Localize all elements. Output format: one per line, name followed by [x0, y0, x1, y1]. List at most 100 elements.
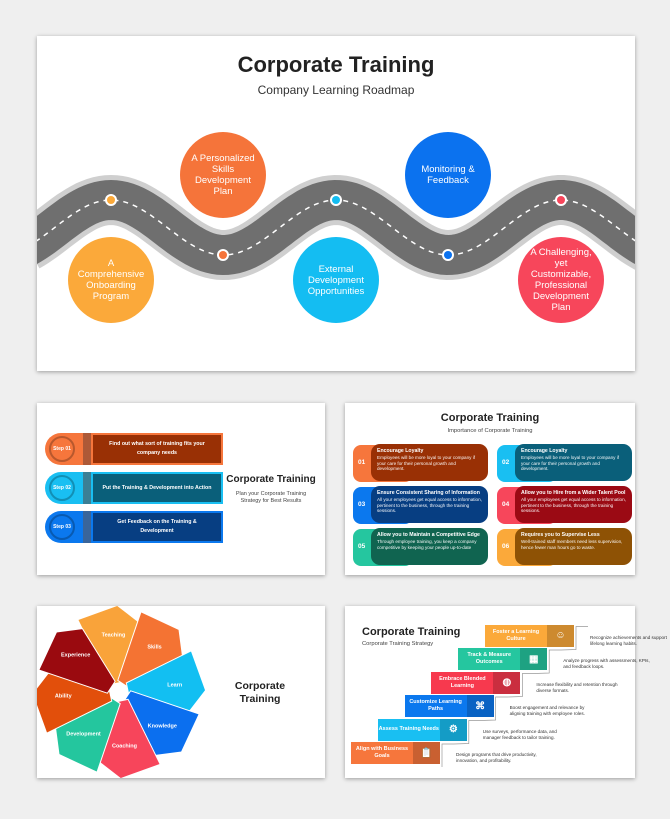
step-cap: Step 01	[45, 433, 83, 465]
step-label: Embrace Blended Learning	[439, 675, 486, 689]
card-text: All your employees get equal access to i…	[377, 497, 482, 514]
slide-title: Corporate Training	[440, 412, 540, 424]
petal-label: Coaching	[112, 744, 137, 750]
step-description: Boost engagement and relevance by aligni…	[509, 705, 585, 716]
card-body: Allow you to Hire from a Wider Talent Po…	[515, 486, 632, 523]
step-row[interactable]: Step 02 Put the Training & Development in…	[45, 472, 223, 504]
card-title: Allow you to Hire from a Wider Talent Po…	[521, 490, 626, 496]
petal-label: Learn	[167, 683, 183, 689]
team-icon: ☺	[547, 624, 574, 647]
step-label: Assess Training Needs	[378, 726, 439, 732]
step-fold	[83, 511, 91, 543]
card-text: Employees will be more loyal to your com…	[377, 455, 476, 472]
slide-importance[interactable]: Corporate Training Importance of Corpora…	[345, 403, 635, 575]
milestone-circle: A Personalized Skills Development Plan	[180, 132, 266, 218]
strategy-step[interactable]: Align with Business Goals 📋	[351, 742, 440, 764]
step-fold	[83, 472, 91, 504]
road-marker-dot	[444, 251, 452, 259]
step-description: Increase flexibility and retention throu…	[536, 681, 618, 693]
stair-line	[441, 626, 588, 767]
petal-label: Teaching	[102, 632, 126, 638]
step-cap: Step 03	[45, 511, 83, 543]
road-marker-dot	[557, 196, 565, 204]
slide-subtitle: Company Learning Roadmap	[257, 83, 415, 97]
strategy-step[interactable]: Embrace Blended Learning ◍	[431, 671, 521, 694]
card-text: Through employee training, you keep a co…	[377, 539, 477, 550]
step-label: Track & Measure Outcomes	[467, 652, 512, 665]
step-description: Design programs that drive productivity,…	[456, 752, 537, 763]
slide-subtitle: Plan your Corporate Training Strategy fo…	[235, 491, 307, 504]
milestone-circle: Monitoring & Feedback	[405, 132, 491, 218]
slide-title: Corporate Training	[234, 680, 286, 705]
chart-board-icon: ▦	[520, 648, 548, 670]
step-fold	[83, 433, 91, 465]
petal-label: Knowledge	[148, 724, 177, 730]
clipboard-icon: 📋	[413, 742, 440, 764]
stair-outline	[441, 626, 588, 767]
slide-title: Corporate Training	[362, 626, 461, 638]
globe-learner-icon: ◍	[493, 671, 521, 694]
road-marker-dot	[332, 196, 340, 204]
step-number: Step 02	[49, 475, 75, 501]
slide-subtitle: Corporate Training Strategy	[362, 641, 434, 647]
card-body: Ensure Consistent Sharing of Information…	[371, 486, 488, 523]
card-title: Encourage Loyalty	[521, 448, 568, 454]
strategy-step[interactable]: Foster a Learning Culture ☺	[485, 624, 574, 647]
petal-experience	[38, 628, 116, 694]
step-description: Use surveys, performance data, and manag…	[482, 728, 557, 740]
slide-roadmap[interactable]: Corporate Training Company Learning Road…	[37, 36, 635, 371]
path-icon: ⌘	[466, 695, 494, 717]
slide-steps[interactable]: Step 01 Find out what sort of training fi…	[37, 403, 325, 575]
slide-title: Corporate Training	[226, 474, 316, 485]
analysis-icon: ⚙	[439, 718, 467, 741]
slide-title: Corporate Training	[237, 52, 435, 77]
strategy-step[interactable]: Customize Learning Paths ⌘	[404, 695, 494, 717]
card-text: Employees will be more loyal to your com…	[521, 455, 620, 472]
step-text: Find out what sort of training fits your…	[91, 433, 223, 465]
strategy-step[interactable]: Assess Training Needs⚙	[377, 718, 467, 741]
slide-strategy[interactable]: Corporate Training Corporate Training St…	[345, 606, 667, 778]
slide-subtitle: Importance of Corporate Training	[447, 428, 533, 434]
petal-label: Experience	[61, 653, 90, 659]
strategy-step[interactable]: Track & Measure Outcomes ▦	[458, 648, 548, 670]
card-title: Allow you to Maintain a Competitive Edge	[377, 532, 480, 538]
milestone-circle: A Challenging, yet Customizable, Profess…	[518, 237, 604, 323]
step-text: Get Feedback on the Training & Developme…	[91, 511, 223, 543]
card-text: All your employees get equal access to i…	[521, 497, 626, 514]
step-label: Align with Business Goals	[355, 746, 409, 759]
step-number: Step 01	[49, 436, 75, 462]
card-title: Encourage Loyalty	[377, 448, 424, 454]
step-cap: Step 02	[45, 472, 83, 504]
road	[37, 174, 635, 281]
petal-label: Ability	[55, 694, 73, 700]
petal-label: Skills	[147, 645, 161, 651]
milestone-circle: A Comprehensive Onboarding Program	[68, 237, 154, 323]
step-row[interactable]: Step 01 Find out what sort of training fi…	[45, 433, 223, 465]
card-title: Requires you to Supervise Less	[521, 532, 600, 538]
petal-label: Development	[66, 731, 101, 737]
road-marker-dot	[219, 251, 227, 259]
step-description: Analyze progress with assessments, KPIs,…	[563, 658, 650, 669]
card-title: Ensure Consistent Sharing of Information	[377, 490, 480, 496]
step-row[interactable]: Step 03 Get Feedback on the Training & De…	[45, 511, 223, 543]
step-label: Foster a Learning Culture	[492, 628, 540, 642]
card-text: Well-trained staff members need less sup…	[521, 539, 623, 550]
card-body: Allow you to Maintain a Competitive Edge…	[371, 528, 488, 565]
milestone-circle: External Development Opportunities	[293, 237, 379, 323]
step-number: Step 03	[49, 514, 75, 540]
step-label: Customize Learning Paths	[409, 699, 462, 712]
step-text: Put the Training & Development into Acti…	[91, 472, 223, 504]
step-description: Recognize achievements and support lifel…	[590, 634, 667, 646]
road-marker-dot	[107, 196, 115, 204]
